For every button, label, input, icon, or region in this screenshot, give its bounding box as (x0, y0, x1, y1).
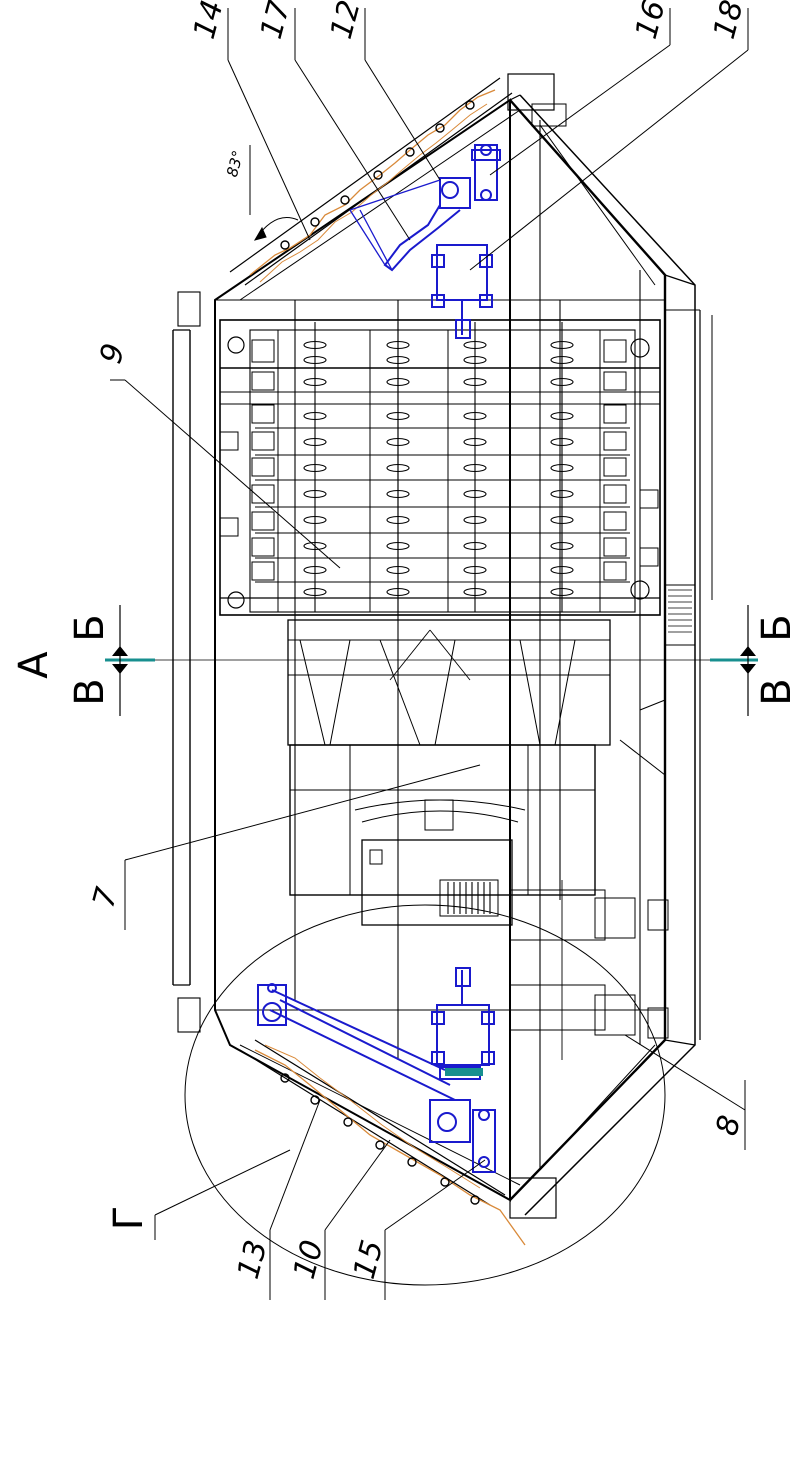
callout-7: 7 (86, 884, 125, 912)
teal-link-element (445, 1068, 483, 1076)
callout-16: 16 (629, 0, 673, 43)
view-letter: А (11, 651, 57, 679)
section-line (105, 605, 758, 716)
angle-label: 83° (223, 149, 247, 179)
callout-8: 8 (709, 1112, 748, 1140)
insulator-strings (303, 322, 574, 612)
chain-conveyor-upper (229, 77, 513, 286)
section-mark-bottom-v: В (754, 678, 798, 705)
callout-13: 13 (231, 1237, 275, 1283)
detail-letter: Г (106, 1206, 152, 1230)
callout-10: 10 (287, 1237, 331, 1283)
upper-linkage (349, 179, 441, 271)
section-mark-bottom-b: Б (754, 614, 798, 641)
frame-longitudinals (214, 100, 665, 1200)
leader-lines (110, 8, 749, 1300)
callout-17: 17 (254, 0, 298, 43)
callout-14: 14 (187, 0, 231, 43)
callout-9: 9 (93, 340, 132, 368)
callout-15: 15 (347, 1237, 391, 1283)
lower-drive-mechanism (257, 967, 496, 1173)
detail-circle (184, 904, 666, 1286)
upper-drive-mechanism (383, 144, 501, 339)
chain-conveyor-lower (239, 1039, 526, 1246)
section-mark-top-v: В (67, 678, 113, 705)
callout-18: 18 (707, 0, 751, 43)
electrode-block (219, 319, 661, 616)
section-mark-top-b: Б (67, 614, 113, 641)
hopper-section (287, 584, 696, 1060)
callout-12: 12 (324, 0, 368, 43)
